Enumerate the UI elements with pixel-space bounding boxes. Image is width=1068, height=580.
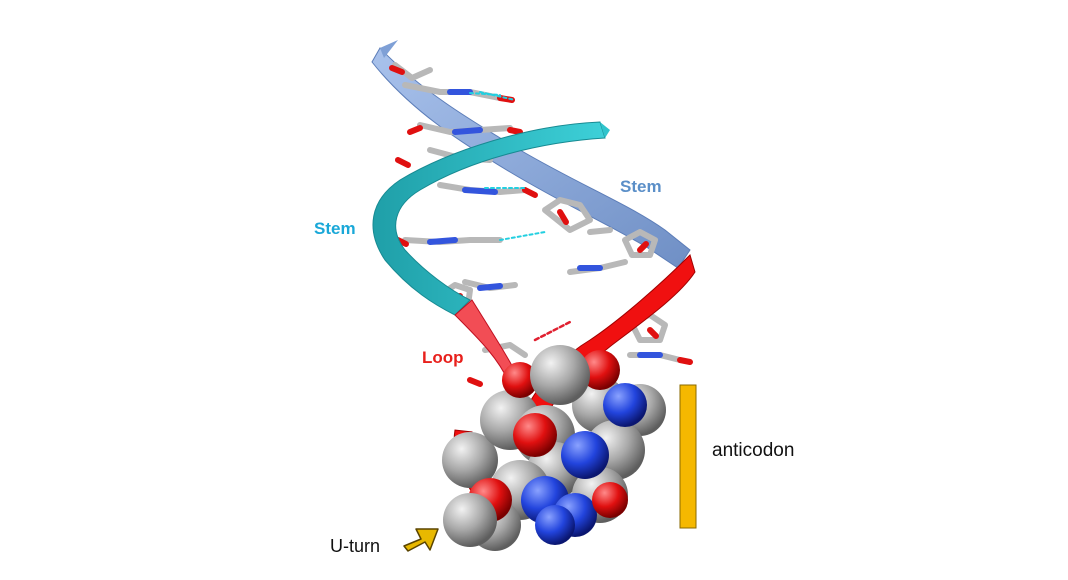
stem-label-right: Stem xyxy=(620,177,662,196)
loop-label: Loop xyxy=(422,348,464,367)
stem-label-left: Stem xyxy=(314,219,356,238)
anticodon-bar xyxy=(679,384,697,529)
anticodon-spheres xyxy=(442,345,666,551)
u-turn-arrow-icon xyxy=(403,528,439,552)
u-turn-label: U-turn xyxy=(330,536,381,556)
anticodon-label: anticodon xyxy=(712,440,795,461)
